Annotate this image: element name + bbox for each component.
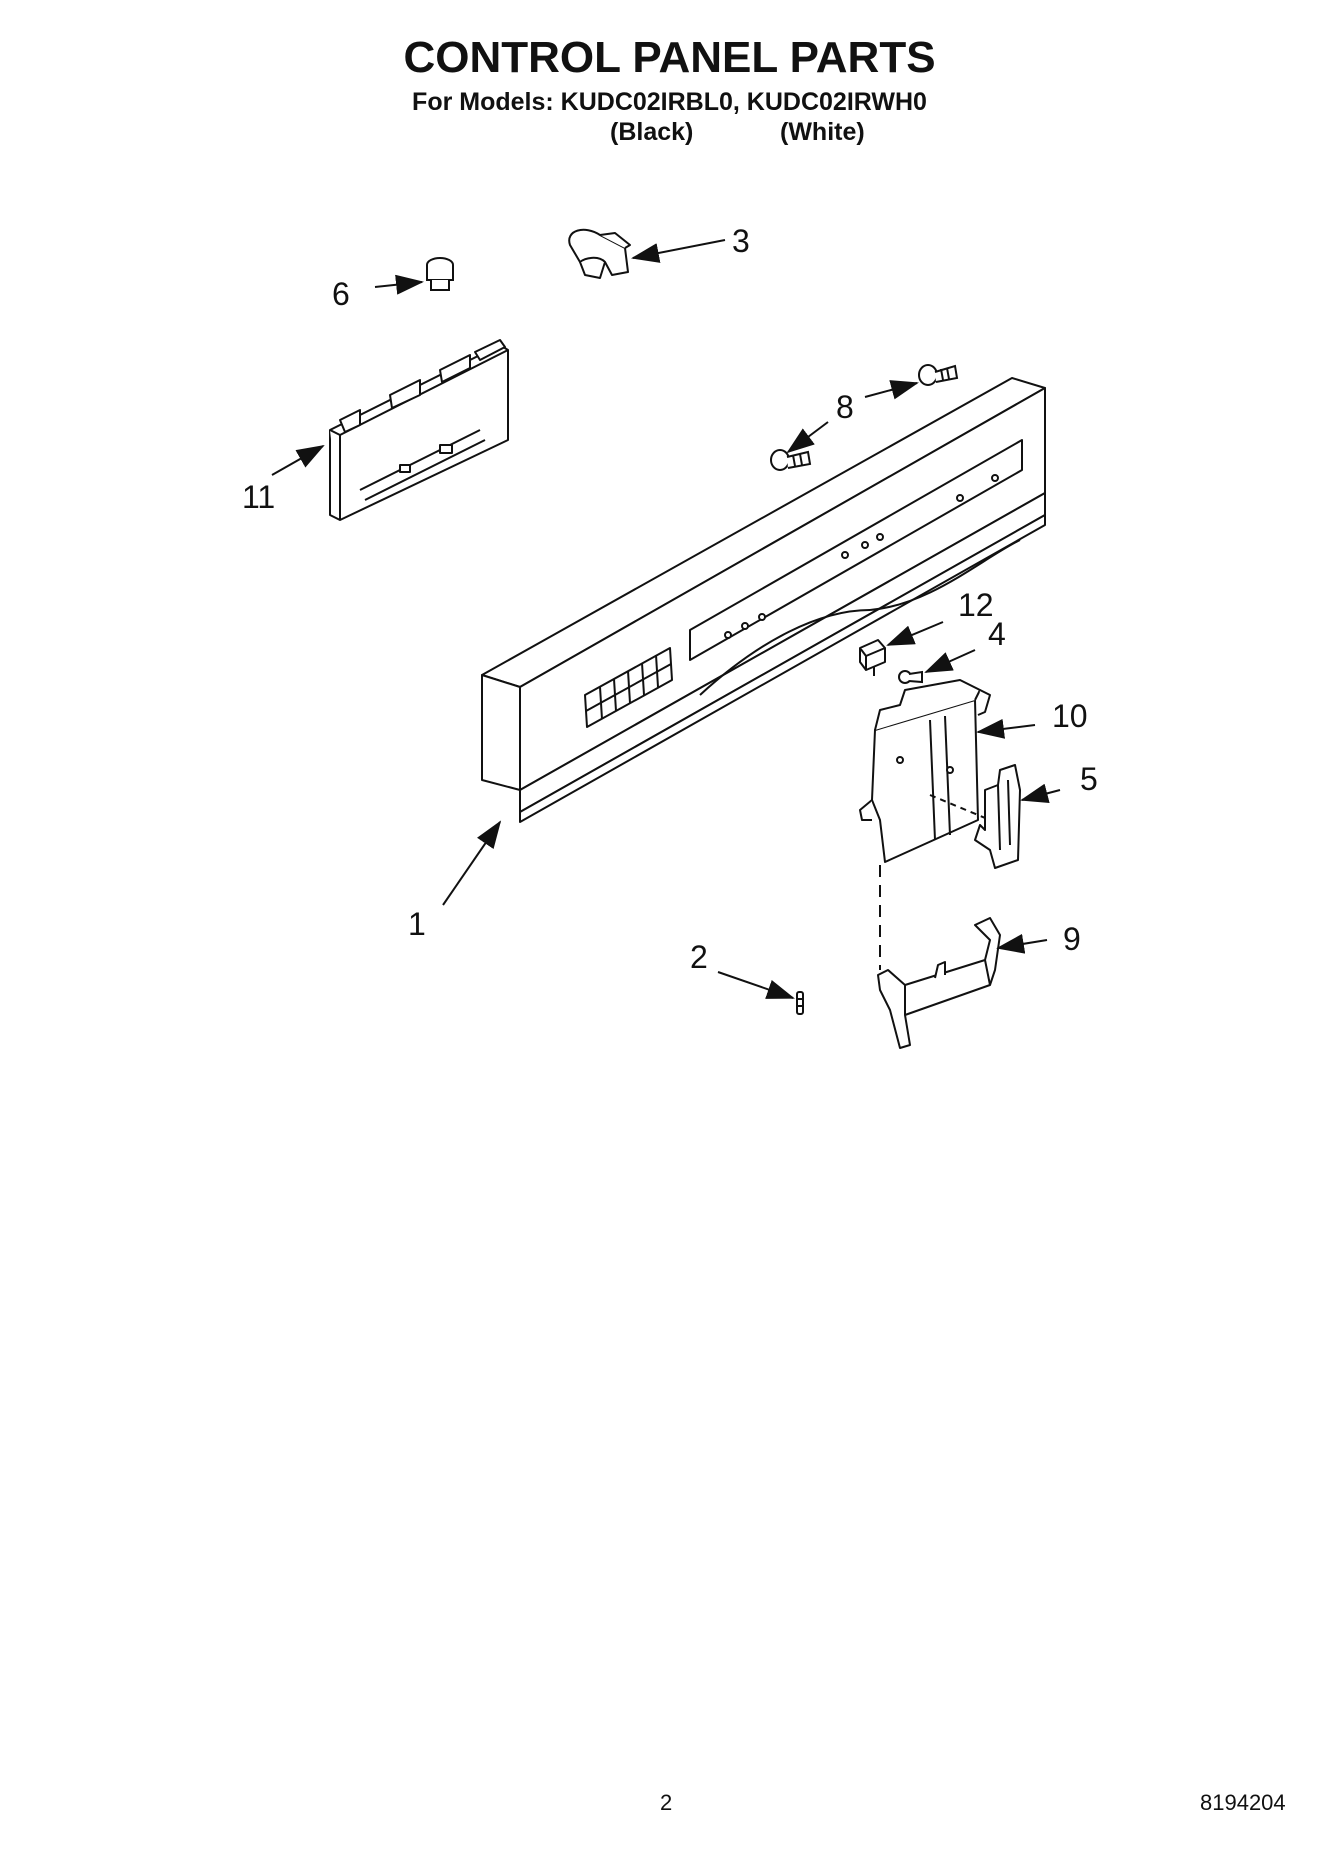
latch bbox=[974, 764, 1021, 869]
screw-upper bbox=[918, 364, 959, 386]
callout-12: 12 bbox=[958, 587, 994, 623]
callout-8: 8 bbox=[836, 389, 854, 425]
callout-3: 3 bbox=[732, 223, 750, 259]
button-cap bbox=[426, 257, 454, 291]
model-colors: (Black) (White) bbox=[0, 118, 1339, 152]
color-white-label: (White) bbox=[780, 118, 865, 146]
callout-9: 9 bbox=[1063, 921, 1081, 957]
clip bbox=[568, 228, 631, 279]
callout-2: 2 bbox=[690, 939, 708, 975]
page-number: 2 bbox=[660, 1790, 673, 1815]
callout-1: 1 bbox=[408, 906, 426, 942]
control-panel-console bbox=[481, 377, 1046, 823]
screw-lower bbox=[770, 449, 812, 471]
model-list: For Models: KUDC02IRBL0, KUDC02IRWH0 bbox=[412, 88, 927, 116]
callout-11: 11 bbox=[242, 479, 275, 515]
page-title: CONTROL PANEL PARTS bbox=[403, 33, 936, 82]
document-number: 8194204 bbox=[1200, 1790, 1286, 1815]
leader-lines bbox=[271, 239, 1061, 999]
small-screw bbox=[898, 670, 923, 684]
bracket bbox=[859, 679, 991, 863]
color-black-label: (Black) bbox=[610, 118, 694, 146]
callout-6: 6 bbox=[332, 276, 350, 312]
callout-5: 5 bbox=[1080, 761, 1098, 797]
switch bbox=[859, 639, 886, 676]
callout-4: 4 bbox=[988, 616, 1006, 652]
control-board bbox=[329, 339, 509, 521]
page-header: CONTROL PANEL PARTS For Models: KUDC02IR… bbox=[0, 30, 1339, 118]
pin bbox=[796, 991, 804, 1015]
lower-bracket bbox=[877, 917, 1001, 1049]
callout-10: 10 bbox=[1052, 698, 1088, 734]
